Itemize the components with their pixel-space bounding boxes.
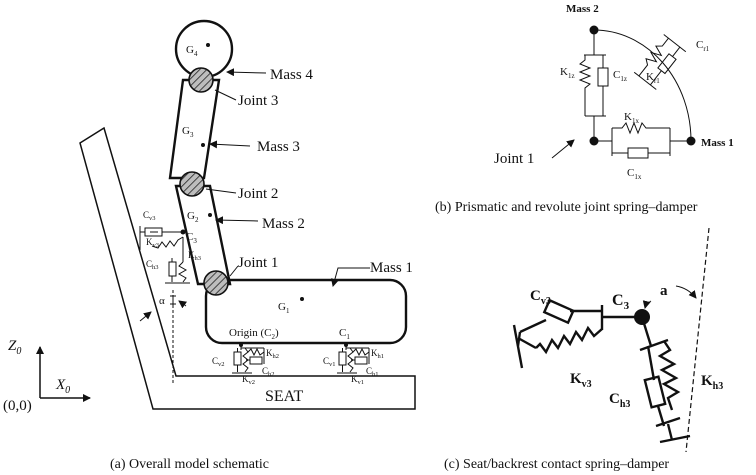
g3-point (201, 143, 205, 147)
c1z-label: C1z (613, 69, 627, 83)
mass3-body (168, 78, 221, 180)
kv2-label: Kv2 (242, 374, 255, 386)
seat-springs-c1 (337, 343, 370, 374)
mass3-label: Mass 3 (257, 139, 300, 155)
mass4-label: Mass 4 (270, 67, 313, 83)
kv1-label: Kv1 (351, 374, 364, 386)
joint2-circle (179, 171, 205, 197)
caption-c: (c) Seat/backrest contact spring–damper (444, 457, 669, 472)
caption-a: (a) Overall model schematic (110, 457, 269, 472)
joint3-label: Joint 3 (238, 93, 278, 109)
kv3-small-label: Kv3 (146, 237, 159, 249)
alpha-label: α (159, 295, 165, 307)
origin-c2-label: Origin (C2) (229, 327, 279, 341)
joint1-label: Joint 1 (238, 255, 278, 271)
g2-point (208, 213, 212, 217)
ch1-label: Ch1 (366, 366, 379, 378)
x0-label: X0 (55, 377, 70, 396)
panel-b-joint-spring-damper: Mass 2 Mass 1 K1z C1z K1x C1x (435, 3, 734, 215)
panel-a-overall-model: G4 G3 G2 C3 G1 Mass 4 Joint 3 Mass 3 Joi… (3, 19, 416, 472)
seat-outline (79, 126, 416, 410)
c1x-label: C1x (627, 167, 642, 181)
kh2-label: Kh2 (266, 348, 279, 360)
cr1-label: Cr1 (696, 39, 710, 53)
k1x-label: K1x (624, 111, 639, 125)
c-a-label: a (660, 283, 668, 299)
g1-point (300, 297, 304, 301)
g1-label: G1 (278, 301, 290, 315)
k1z-label: K1z (560, 66, 575, 80)
c1-label: C1 (339, 327, 350, 341)
backrest-contact-small (139, 226, 190, 383)
seat-springs-origin (232, 343, 265, 374)
kr1-label: Kr1 (646, 71, 660, 85)
cv1-label: Cv1 (323, 356, 336, 368)
c-kv3-label: Kv3 (570, 371, 592, 390)
mass1-label: Mass 1 (370, 260, 413, 276)
caption-b: (b) Prismatic and revolute joint spring–… (435, 200, 698, 215)
mass1-body (204, 278, 408, 345)
g4-label: G4 (186, 44, 198, 58)
g4-point (206, 43, 210, 47)
g3-label: G3 (182, 125, 194, 139)
c-backrest-line (685, 227, 710, 453)
cv2-label: Cv2 (212, 356, 225, 368)
joint3-circle (188, 67, 214, 93)
kh1-label: Kh1 (371, 348, 384, 360)
joint2-label: Joint 2 (238, 186, 278, 202)
kh3-small-label: Kh3 (188, 250, 201, 262)
c-cv3-label: Cv3 (530, 288, 551, 307)
origin-coords-label: (0,0) (3, 398, 32, 414)
c-vertical-spring-damper (639, 316, 691, 444)
b-mass2-label: Mass 2 (566, 3, 599, 15)
c-ch3-label: Ch3 (609, 391, 630, 410)
c-kh3-label: Kh3 (701, 373, 723, 392)
c3-label: C3 (186, 231, 197, 245)
ch2-label: Ch2 (262, 366, 275, 378)
cv3-small-label: Cv3 (143, 210, 156, 222)
seat-label: SEAT (265, 388, 303, 405)
mass2-label: Mass 2 (262, 216, 305, 232)
c-horizontal-spring-damper (512, 298, 642, 369)
panel-c-backrest-contact: C3 a Cv3 Kv3 Ch3 (444, 227, 723, 472)
z0-label: Z0 (8, 338, 21, 357)
c-c3-label: C3 (612, 292, 630, 312)
b-mass1-label: Mass 1 (701, 137, 734, 149)
ch3-small-label: Ch3 (146, 259, 159, 271)
b-joint1-label: Joint 1 (494, 151, 534, 167)
joint1-circle (203, 270, 229, 296)
g2-label: G2 (187, 210, 199, 224)
